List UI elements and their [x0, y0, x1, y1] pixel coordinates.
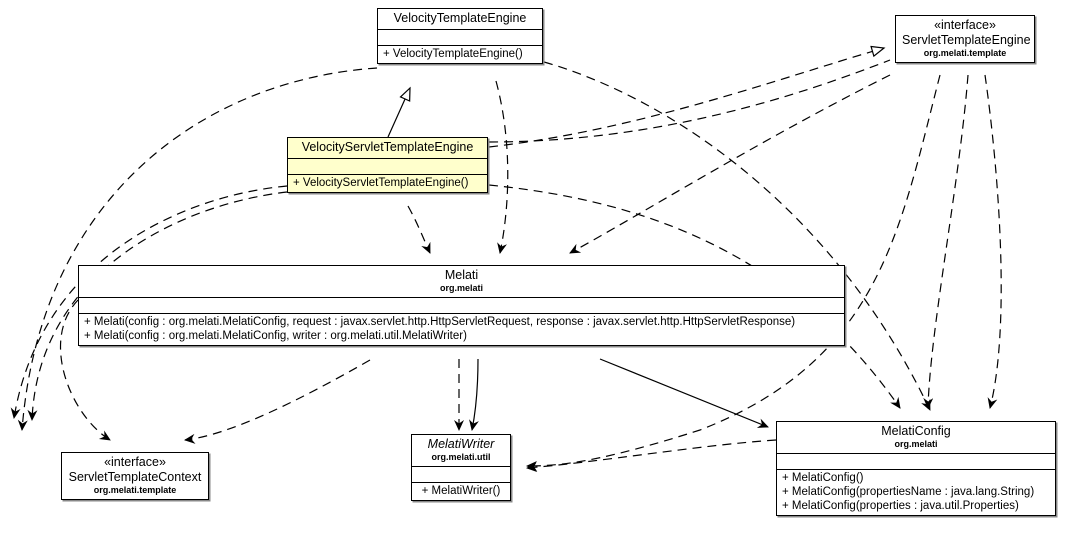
class-header: Melati org.melati: [79, 266, 844, 297]
attributes-compartment: [412, 466, 510, 482]
class-header: MelatiWriter org.melati.util: [412, 435, 510, 466]
edge-assoc-melati-mw: [469, 358, 479, 431]
edge-dep-ste-mc-2: [984, 74, 1002, 409]
class-box-velocity-template-engine[interactable]: VelocityTemplateEngine + VelocityTemplat…: [377, 8, 543, 64]
class-name: VelocityTemplateEngine: [393, 11, 527, 25]
class-box-melati-writer[interactable]: MelatiWriter org.melati.util + MelatiWri…: [411, 434, 511, 501]
attributes-compartment: [79, 297, 844, 313]
operation-item: + MelatiWriter(): [421, 485, 501, 497]
attributes-compartment: [288, 158, 487, 174]
edge-dep-vste-ste2: [488, 59, 891, 143]
class-header: «interface» ServletTemplateContext org.m…: [62, 453, 208, 499]
operation-item: + VelocityTemplateEngine(): [383, 48, 523, 60]
edge-realization-vste-ste: [488, 45, 886, 148]
operation-item: + Melati(config : org.melati.MelatiConfi…: [84, 330, 467, 342]
edge-dep-mc-mw: [526, 439, 777, 473]
class-box-melati[interactable]: Melati org.melati + Melati(config : org.…: [78, 265, 845, 346]
class-header: VelocityServletTemplateEngine: [288, 138, 487, 158]
edge-dep-vte-mc: [543, 61, 931, 411]
package-label: org.melati.template: [93, 485, 177, 495]
operation-item: + Melati(config : org.melati.MelatiConfi…: [84, 316, 796, 328]
package-label: org.melati.template: [923, 48, 1007, 58]
operations-compartment: + MelatiConfig() + MelatiConfig(properti…: [777, 469, 1055, 515]
edge-dep-vste-melati: [407, 205, 431, 254]
class-name: Melati: [444, 268, 479, 282]
operations-compartment: + VelocityServletTemplateEngine(): [288, 174, 487, 192]
edge-dep-vte-stc: [17, 67, 378, 431]
edge-assoc-melati-mc: [599, 358, 769, 428]
package-label: org.melati: [894, 439, 938, 449]
class-name: MelatiWriter: [427, 437, 495, 451]
attributes-compartment: [777, 453, 1055, 469]
edge-dep-ste-mc: [923, 74, 969, 409]
class-name: VelocityServletTemplateEngine: [301, 140, 474, 154]
stereotype-label: «interface»: [104, 455, 166, 469]
class-box-melati-config[interactable]: MelatiConfig org.melati + MelatiConfig()…: [776, 421, 1056, 516]
class-header: VelocityTemplateEngine: [378, 9, 542, 29]
class-header: MelatiConfig org.melati: [777, 422, 1055, 453]
edge-dep-melati-stc: [184, 359, 371, 444]
class-name: MelatiConfig: [881, 424, 951, 438]
class-name: ServletTemplateContext: [68, 470, 202, 484]
package-label: org.melati: [439, 283, 483, 293]
operation-item: + MelatiConfig(propertiesName : java.lan…: [782, 486, 1035, 498]
operation-item: + MelatiConfig(): [782, 472, 864, 484]
operations-compartment: + Melati(config : org.melati.MelatiConfi…: [79, 313, 844, 345]
operations-compartment: + VelocityTemplateEngine(): [378, 45, 542, 63]
stereotype-label: «interface»: [934, 18, 996, 32]
attributes-compartment: [378, 29, 542, 45]
operation-item: + VelocityServletTemplateEngine(): [293, 177, 469, 189]
edge-dep-ste-melati: [569, 74, 891, 254]
class-header: «interface» ServletTemplateEngine org.me…: [896, 16, 1034, 62]
class-box-servlet-template-context[interactable]: «interface» ServletTemplateContext org.m…: [61, 452, 209, 500]
package-label: org.melati.util: [431, 452, 491, 462]
operation-item: + MelatiConfig(properties : java.util.Pr…: [782, 500, 1019, 512]
class-box-velocity-servlet-template-engine[interactable]: VelocityServletTemplateEngine + Velocity…: [287, 137, 488, 193]
class-name: ServletTemplateEngine: [902, 33, 1031, 47]
edge-dep-vte-melati: [495, 80, 509, 254]
class-box-servlet-template-engine[interactable]: «interface» ServletTemplateEngine org.me…: [895, 15, 1035, 63]
operations-compartment: + MelatiWriter(): [412, 482, 510, 500]
edge-generalization-vste-vte: [387, 86, 411, 138]
